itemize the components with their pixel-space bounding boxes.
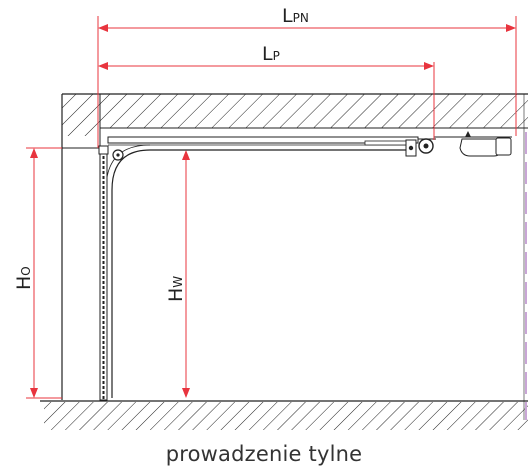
diagram-caption: prowadzenie tylne xyxy=(165,442,363,466)
top-roller-icon xyxy=(112,149,124,161)
dimension-lp xyxy=(98,62,435,140)
dimension-lpn xyxy=(97,16,517,148)
dimension-ho xyxy=(26,147,62,399)
left-wall xyxy=(61,147,100,400)
horizontal-track xyxy=(107,136,419,151)
floor xyxy=(40,400,528,430)
curved-track xyxy=(105,144,151,398)
label-lp: LP xyxy=(262,43,280,65)
rear-guide xyxy=(523,94,527,420)
label-lpn: LPN xyxy=(282,5,309,27)
spring-shaft-icon xyxy=(364,138,436,157)
ceiling xyxy=(61,93,528,148)
label-ho: HO xyxy=(13,266,35,290)
door-panel xyxy=(98,145,109,401)
label-hw: HW xyxy=(165,276,187,302)
drive-opener-icon xyxy=(434,131,512,157)
